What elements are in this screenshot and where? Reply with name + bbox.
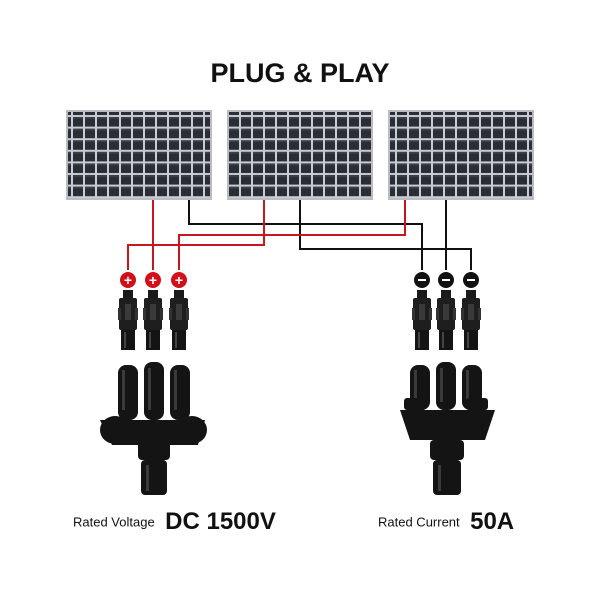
plus-icon bbox=[145, 272, 161, 288]
rated-voltage-spec: Rated Voltage DC 1500V bbox=[73, 508, 276, 536]
solar-panel-3 bbox=[388, 110, 534, 200]
branch-connector-negative bbox=[400, 362, 495, 495]
rated-current-label: Rated Current bbox=[378, 514, 460, 530]
positive-connector-group: + + + bbox=[118, 272, 189, 350]
positive-connector-3: + bbox=[169, 272, 189, 350]
svg-text:+: + bbox=[175, 272, 183, 288]
rated-current-value: 50A bbox=[470, 508, 515, 535]
branch-connector-positive bbox=[100, 362, 207, 495]
negative-connector-group bbox=[412, 272, 481, 350]
page-title: PLUG & PLAY bbox=[210, 58, 390, 88]
plus-icon bbox=[120, 272, 136, 288]
positive-connector-2: + bbox=[143, 272, 163, 350]
positive-connector-1: + bbox=[118, 272, 138, 350]
negative-connector-2 bbox=[436, 272, 456, 350]
negative-wires bbox=[188, 200, 472, 270]
negative-connector-1 bbox=[412, 272, 432, 350]
rated-current-spec: Rated Current 50A bbox=[378, 508, 514, 536]
negative-connector-3 bbox=[461, 272, 481, 350]
solar-panel-1 bbox=[66, 110, 212, 200]
svg-text:+: + bbox=[124, 272, 132, 288]
svg-text:+: + bbox=[149, 272, 157, 288]
rated-voltage-value: DC 1500V bbox=[165, 508, 276, 535]
solar-panel-2 bbox=[227, 110, 373, 200]
positive-wires bbox=[127, 200, 406, 270]
plus-icon bbox=[171, 272, 187, 288]
rated-voltage-label: Rated Voltage bbox=[73, 514, 155, 530]
